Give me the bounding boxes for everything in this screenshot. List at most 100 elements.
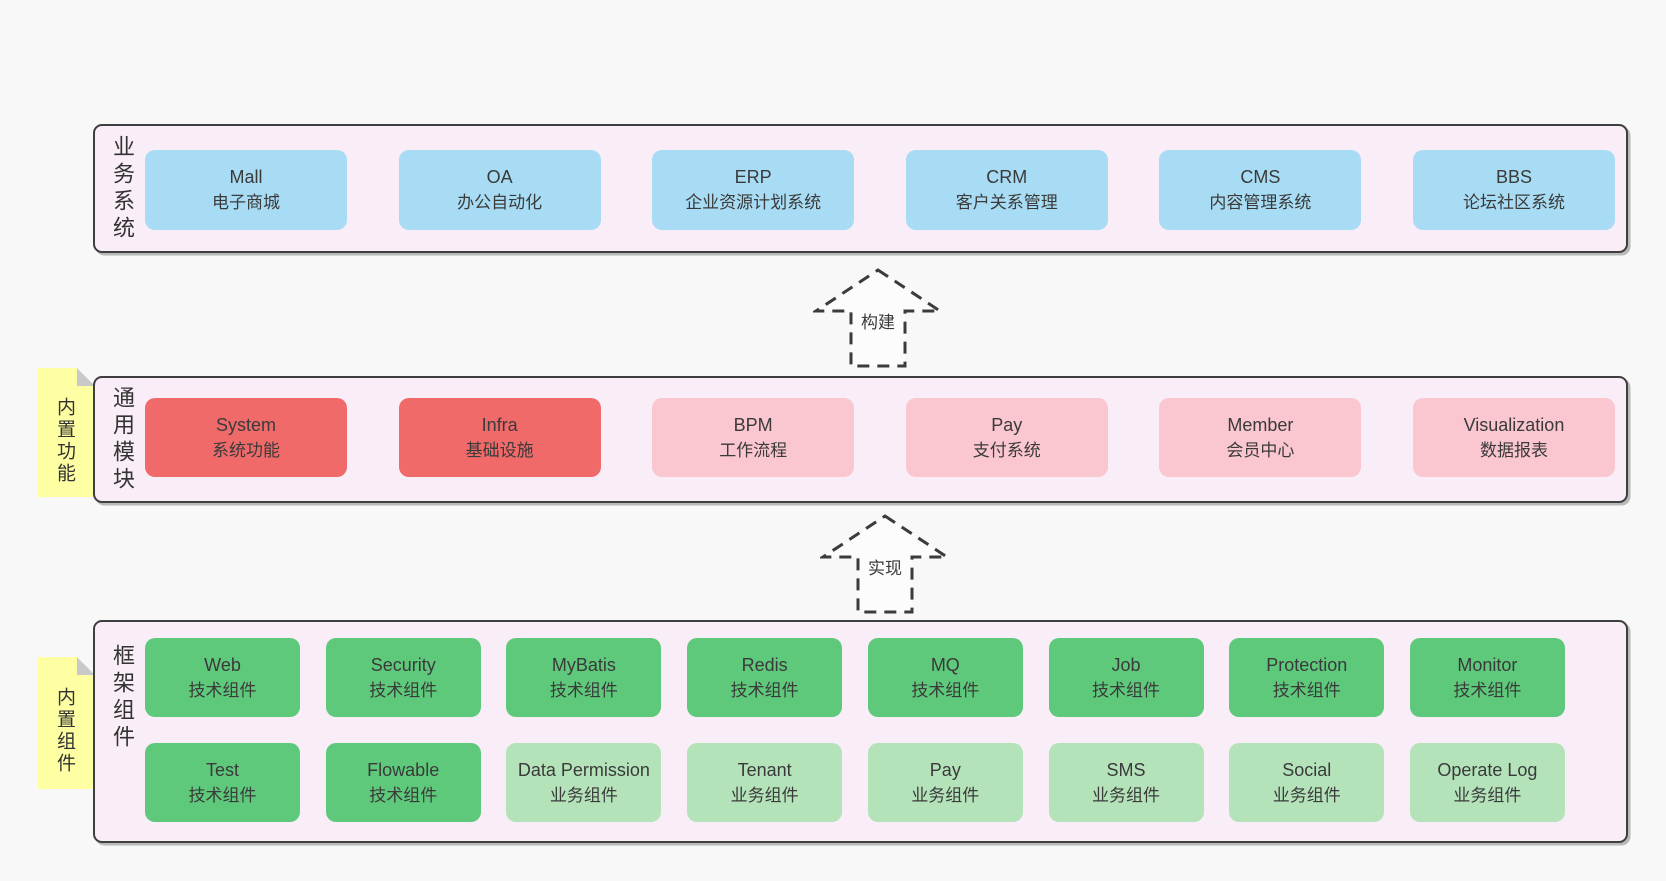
box-flowable: Flowable 技术组件 [325,743,481,822]
box-name: CMS [1240,167,1281,187]
box-name: BPM [733,414,773,435]
box-desc: 技术组件 [188,680,257,700]
box-desc: 技术组件 [188,785,257,805]
box-social: Social 业务组件 [1229,743,1385,822]
box-member: Member 会员中心 [1159,398,1362,477]
box-name: Data Permission [517,759,650,780]
sticky-note-builtin-features: 内置功能 [38,368,95,497]
box-crm: CRM 客户关系管理 [905,150,1108,230]
box-name: System [215,414,276,435]
box-desc: 技术组件 [911,680,980,700]
box-name: Web [204,654,241,675]
box-desc: 企业资源计划系统 [685,193,822,212]
box-name: ERP [734,167,772,187]
arrow-implement-label: 实现 [865,552,905,581]
sticky-note-builtin-components: 内置组件 [38,657,95,789]
layer-common-modules: 通用模块 System 系统功能 Infra 基础设施 BPM 工作流程 Pay 支付系统 Me… [93,376,1628,503]
box-desc: 基础设施 [465,440,534,460]
box-desc: 支付系统 [972,440,1041,460]
box-desc: 技术组件 [730,680,799,700]
box-desc: 客户关系管理 [955,193,1058,212]
box-name: Member [1227,414,1294,435]
box-desc: 工作流程 [719,440,788,460]
box-desc: 技术组件 [369,785,438,805]
box-name: Monitor [1457,654,1518,675]
box-desc: 技术组件 [1092,680,1161,700]
box-name: CRM [986,167,1028,187]
box-name: Test [205,759,239,780]
box-name: Redis [741,654,788,675]
box-web: Web 技术组件 [145,638,300,717]
box-desc: 技术组件 [369,680,438,700]
box-name: BBS [1495,167,1532,187]
business-boxes-row: Mall 电子商城 OA 办公自动化 ERP 企业资源计划系统 CRM 客户关系管理 CMS 内容… [145,150,1615,230]
box-system: System 系统功能 [145,398,347,477]
box-cms: CMS 内容管理系统 [1159,150,1362,230]
box-pay: Pay 支付系统 [905,398,1108,477]
arrow-implement-icon: 实现 [820,512,950,616]
layer-label-common: 通用模块 [110,385,135,494]
arrow-build-icon: 构建 [813,266,943,370]
box-name: Pay [991,414,1023,435]
box-operate-log: Operate Log 业务组件 [1409,743,1565,822]
box-desc: 技术组件 [1453,680,1522,700]
box-desc: 业务组件 [911,785,980,805]
box-desc: 业务组件 [1092,785,1161,805]
box-desc: 办公自动化 [457,193,543,212]
box-name: MQ [930,654,960,675]
box-name: SMS [1106,759,1146,780]
box-name: Flowable [367,759,440,780]
box-protection: Protection 技术组件 [1229,638,1385,717]
box-name: Pay [929,759,961,780]
common-boxes-row: System 系统功能 Infra 基础设施 BPM 工作流程 Pay 支付系统 Member 会… [145,398,1615,477]
box-desc: 业务组件 [1453,785,1522,805]
box-name: Protection [1266,654,1348,675]
box-name: Security [370,654,436,675]
box-erp: ERP 企业资源计划系统 [652,150,855,230]
box-desc: 技术组件 [1272,680,1341,700]
box-name: Social [1282,759,1332,780]
box-desc: 系统功能 [212,440,280,460]
box-desc: 技术组件 [549,680,618,700]
sticky-note-text: 内置组件 [54,687,75,775]
box-mq: MQ 技术组件 [867,638,1023,717]
box-name: Infra [481,414,518,435]
box-pay: Pay 业务组件 [867,743,1023,822]
box-desc: 内容管理系统 [1209,193,1312,212]
box-redis: Redis 技术组件 [687,638,843,717]
layer-label-business: 业务系统 [110,134,135,243]
box-job: Job 技术组件 [1048,638,1204,717]
box-desc: 业务组件 [730,785,799,805]
box-desc: 业务组件 [1272,785,1341,805]
box-test: Test 技术组件 [145,743,300,822]
box-sms: SMS 业务组件 [1048,743,1204,822]
box-name: Operate Log [1437,759,1538,780]
box-desc: 电子商城 [212,193,280,212]
box-name: Mall [229,167,263,187]
box-mall: Mall 电子商城 [145,150,347,230]
sticky-note-text: 内置功能 [54,396,75,485]
layer-business-systems: 业务系统 Mall 电子商城 OA 办公自动化 ERP 企业资源计划系统 CRM 客户关系管理… [93,124,1628,253]
box-desc: 会员中心 [1226,440,1295,460]
box-name: OA [486,167,513,187]
box-name: Job [1111,654,1141,675]
box-desc: 业务组件 [549,785,618,805]
box-monitor: Monitor 技术组件 [1409,638,1565,717]
arrow-build-label: 构建 [858,306,898,335]
box-oa: OA 办公自动化 [398,150,601,230]
box-visualization: Visualization 数据报表 [1412,398,1615,477]
box-security: Security 技术组件 [325,638,481,717]
box-name: Visualization [1463,414,1565,435]
box-desc: 数据报表 [1479,440,1548,460]
layer-label-framework: 框架组件 [110,644,135,752]
box-tenant: Tenant 业务组件 [687,743,843,822]
box-data-permission: Data Permission 业务组件 [506,743,662,822]
box-bpm: BPM 工作流程 [652,398,855,477]
box-name: Tenant [737,759,792,780]
